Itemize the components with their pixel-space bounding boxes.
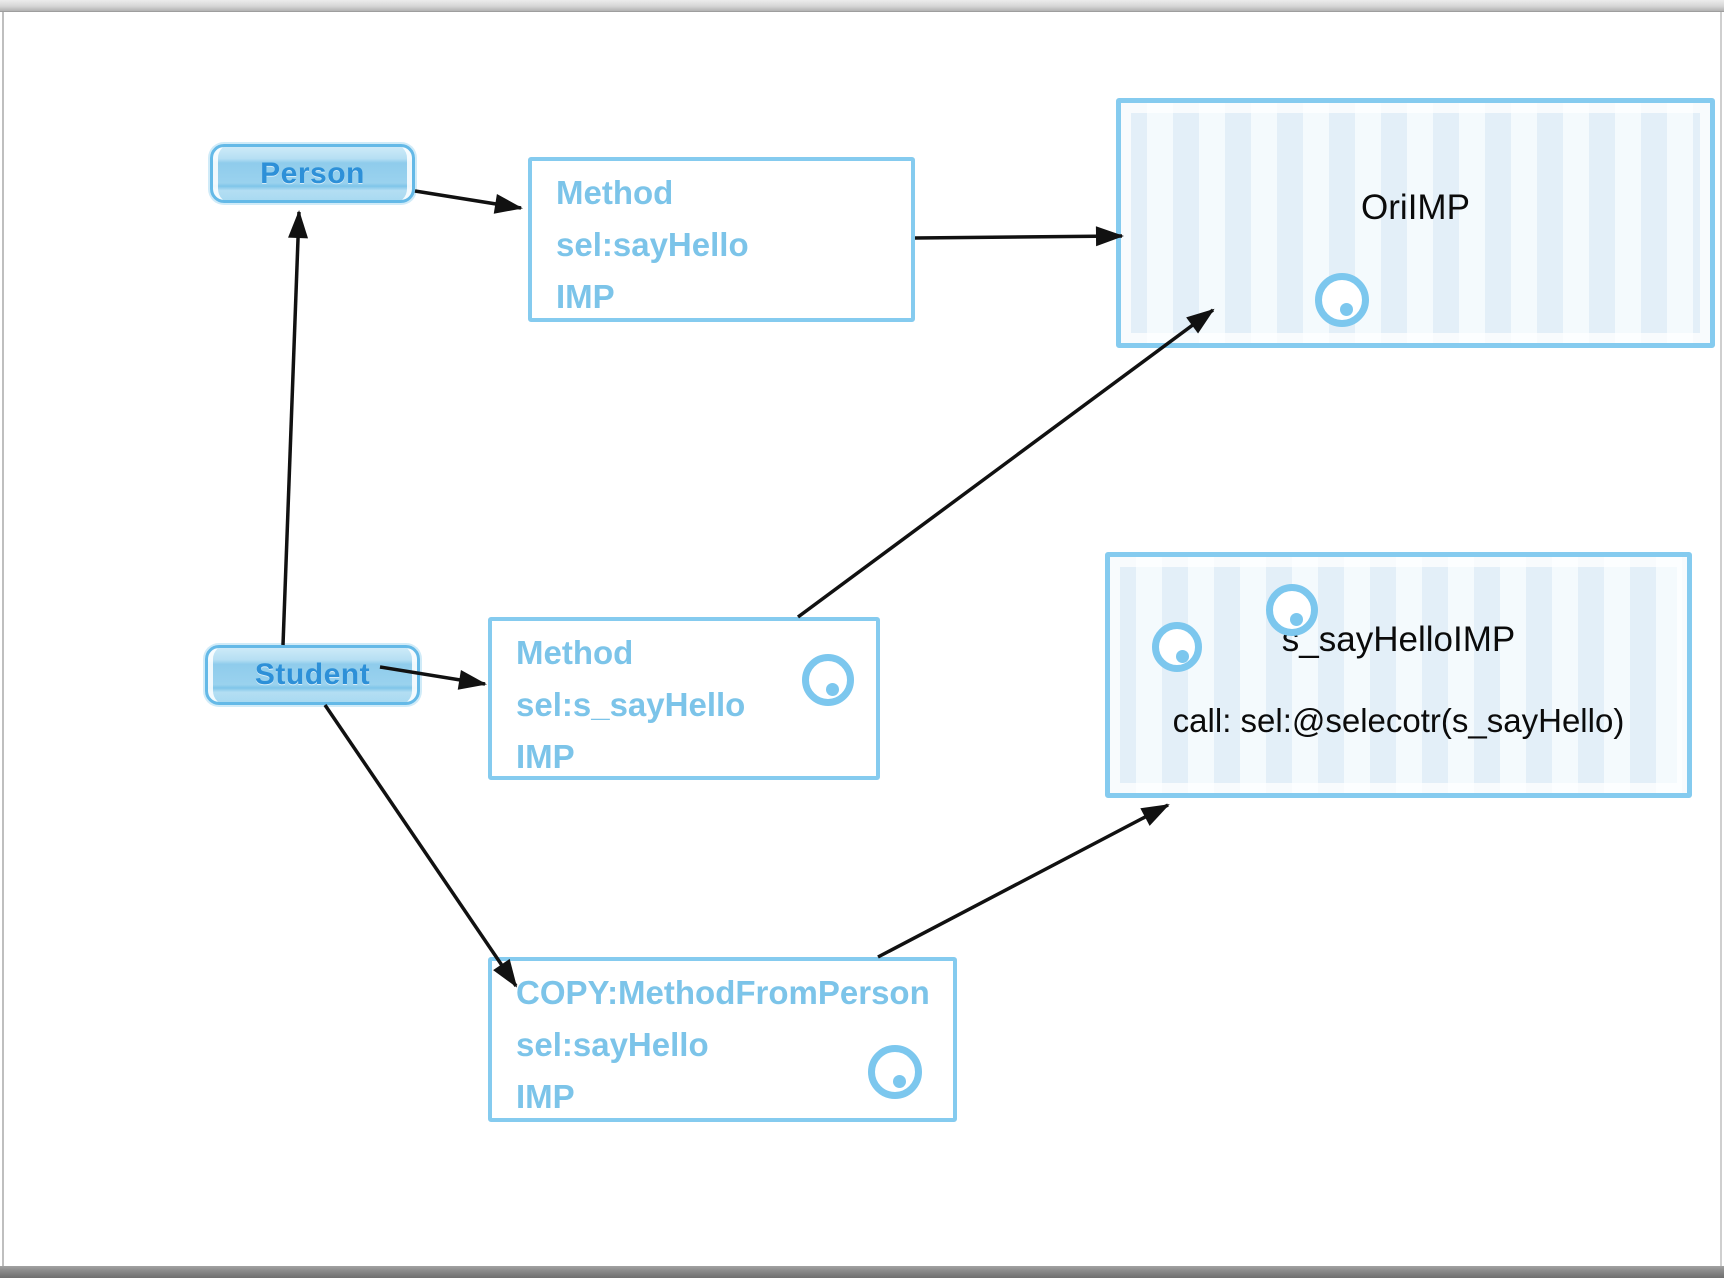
window-left-border	[2, 12, 4, 1266]
box-copy-method[interactable]: COPY:MethodFromPerson sel:sayHello IMP	[488, 957, 957, 1122]
balloon-icon[interactable]	[1315, 273, 1369, 327]
box-method-student-line: IMP	[516, 738, 575, 775]
arrow-student-to-person[interactable]	[281, 210, 309, 646]
arrow-copy-to-swizzledimp[interactable]	[877, 803, 1170, 959]
box-method-person[interactable]: Method sel:sayHello IMP	[528, 157, 915, 322]
box-method-student-line: Method	[516, 634, 634, 671]
box-method-person-line: sel:sayHello	[556, 226, 749, 263]
balloon-icon[interactable]	[802, 654, 854, 706]
diagram-canvas[interactable]: Person Student Method sel:sayHello IMP M…	[4, 12, 1720, 1266]
arrow-person-to-method[interactable]	[414, 189, 523, 214]
box-copy-method-line: IMP	[516, 1078, 575, 1115]
arrow-method-to-oriimp[interactable]	[914, 226, 1124, 247]
node-person[interactable]: Person	[210, 144, 415, 203]
box-swizzled-imp-label: s_sayHelloIMP	[1281, 620, 1516, 659]
box-copy-method-line: sel:sayHello	[516, 1026, 709, 1063]
box-method-student-line: sel:s_sayHello	[516, 686, 746, 723]
box-copy-method-line: COPY:MethodFromPerson	[516, 974, 930, 1011]
balloon-icon[interactable]	[868, 1045, 922, 1099]
box-swizzled-imp[interactable]: s_sayHelloIMP call: sel:@selecotr(s_sayH…	[1105, 552, 1692, 798]
window-right-border	[1720, 12, 1722, 1266]
box-method-person-line: IMP	[556, 278, 615, 315]
node-student[interactable]: Student	[205, 645, 420, 705]
box-swizzled-imp-call: call: sel:@selecotr(s_sayHello)	[1172, 702, 1625, 739]
window-top-bar	[0, 0, 1724, 12]
window-bottom-bar	[0, 1266, 1724, 1278]
box-method-person-line: Method	[556, 174, 674, 211]
balloon-icon[interactable]	[1152, 622, 1202, 672]
balloon-icon[interactable]	[1266, 584, 1318, 636]
box-ori-imp[interactable]: OriIMP	[1116, 98, 1715, 348]
node-student-label: Student	[254, 658, 371, 691]
box-method-student[interactable]: Method sel:s_sayHello IMP	[488, 617, 880, 780]
box-ori-imp-label: OriIMP	[1361, 188, 1470, 227]
node-person-label: Person	[260, 156, 365, 190]
